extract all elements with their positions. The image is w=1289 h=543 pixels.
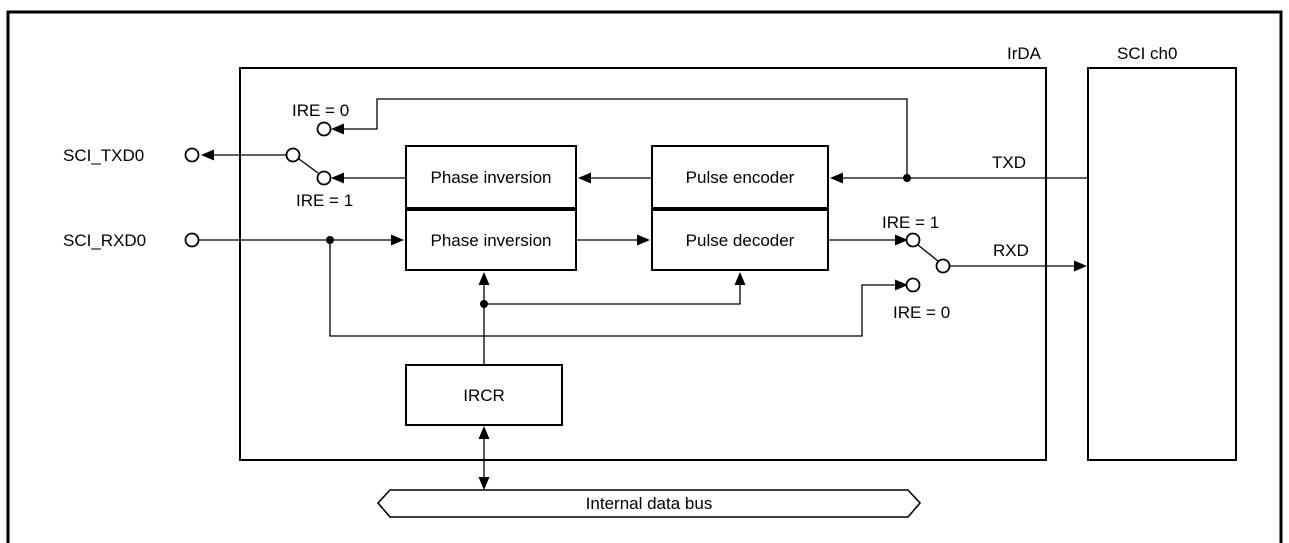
ircr-label: IRCR <box>463 386 505 405</box>
ircr-to-decoder-line <box>484 284 741 305</box>
rx-ire1-terminal <box>905 232 921 248</box>
sci-ch0-label: SCI ch0 <box>1117 44 1177 63</box>
phase-inversion-rx-box <box>405 209 577 271</box>
arrow-into-sci <box>1074 260 1087 272</box>
arrow-ircr-to-decoder <box>734 272 746 285</box>
tx-switch-pivot <box>285 147 301 163</box>
phase-inversion-rx-label: Phase inversion <box>431 231 552 250</box>
pulse-encoder-label: Pulse encoder <box>686 168 795 187</box>
rx-switch-pivot <box>935 258 951 274</box>
arrow-to-rx-ire0 <box>895 279 908 291</box>
arrow-into-encoder <box>830 172 843 184</box>
rxd-label: RXD <box>993 241 1029 260</box>
txd-pin-label: SCI_TXD0 <box>63 146 144 165</box>
arrow-to-txd-pin <box>201 149 214 161</box>
internal-data-bus-label: Internal data bus <box>586 494 713 513</box>
rx-ire0-terminal <box>905 277 921 293</box>
figure-frame <box>6 10 1283 543</box>
arrow-to-tx-ire0 <box>331 123 344 135</box>
tx-ire1-terminal <box>316 170 332 186</box>
irda-block <box>239 67 1047 461</box>
irda-label: IrDA <box>1007 44 1042 63</box>
pulse-encoder-box <box>651 145 829 209</box>
arrow-bus-to-ircr <box>478 426 490 439</box>
tx-switch-blade <box>298 158 319 174</box>
arrow-into-phase-tx <box>578 172 591 184</box>
txd-label: TXD <box>992 153 1026 172</box>
arrow-ircr-to-bus <box>478 477 490 490</box>
rx-ire0-label: IRE = 0 <box>893 303 950 322</box>
txd-pin-terminal <box>184 147 200 163</box>
pulse-decoder-label: Pulse decoder <box>686 231 795 250</box>
arrow-into-phase-rx <box>391 234 404 246</box>
tx-ire1-label: IRE = 1 <box>296 191 353 210</box>
ircr-box <box>405 364 563 426</box>
phase-inversion-tx-label: Phase inversion <box>431 168 552 187</box>
rxd-pin-terminal <box>184 232 200 248</box>
arrow-to-rx-ire1 <box>895 234 908 246</box>
arrow-into-decoder <box>637 234 650 246</box>
internal-data-bus <box>376 489 922 518</box>
rxd-pin-label: SCI_RXD0 <box>63 231 146 250</box>
sci-ch0-block <box>1087 67 1237 461</box>
arrow-to-tx-ire1 <box>331 172 344 184</box>
tx-ire0-terminal <box>316 121 332 137</box>
tx-ire0-label: IRE = 0 <box>292 101 349 120</box>
rx-bypass-line <box>329 240 896 337</box>
tx-bypass-line <box>343 98 908 178</box>
arrow-ircr-to-phase <box>478 272 490 285</box>
rx-ire1-label: IRE = 1 <box>882 213 939 232</box>
phase-inversion-tx-box <box>405 145 577 209</box>
rx-switch-blade <box>917 244 939 262</box>
